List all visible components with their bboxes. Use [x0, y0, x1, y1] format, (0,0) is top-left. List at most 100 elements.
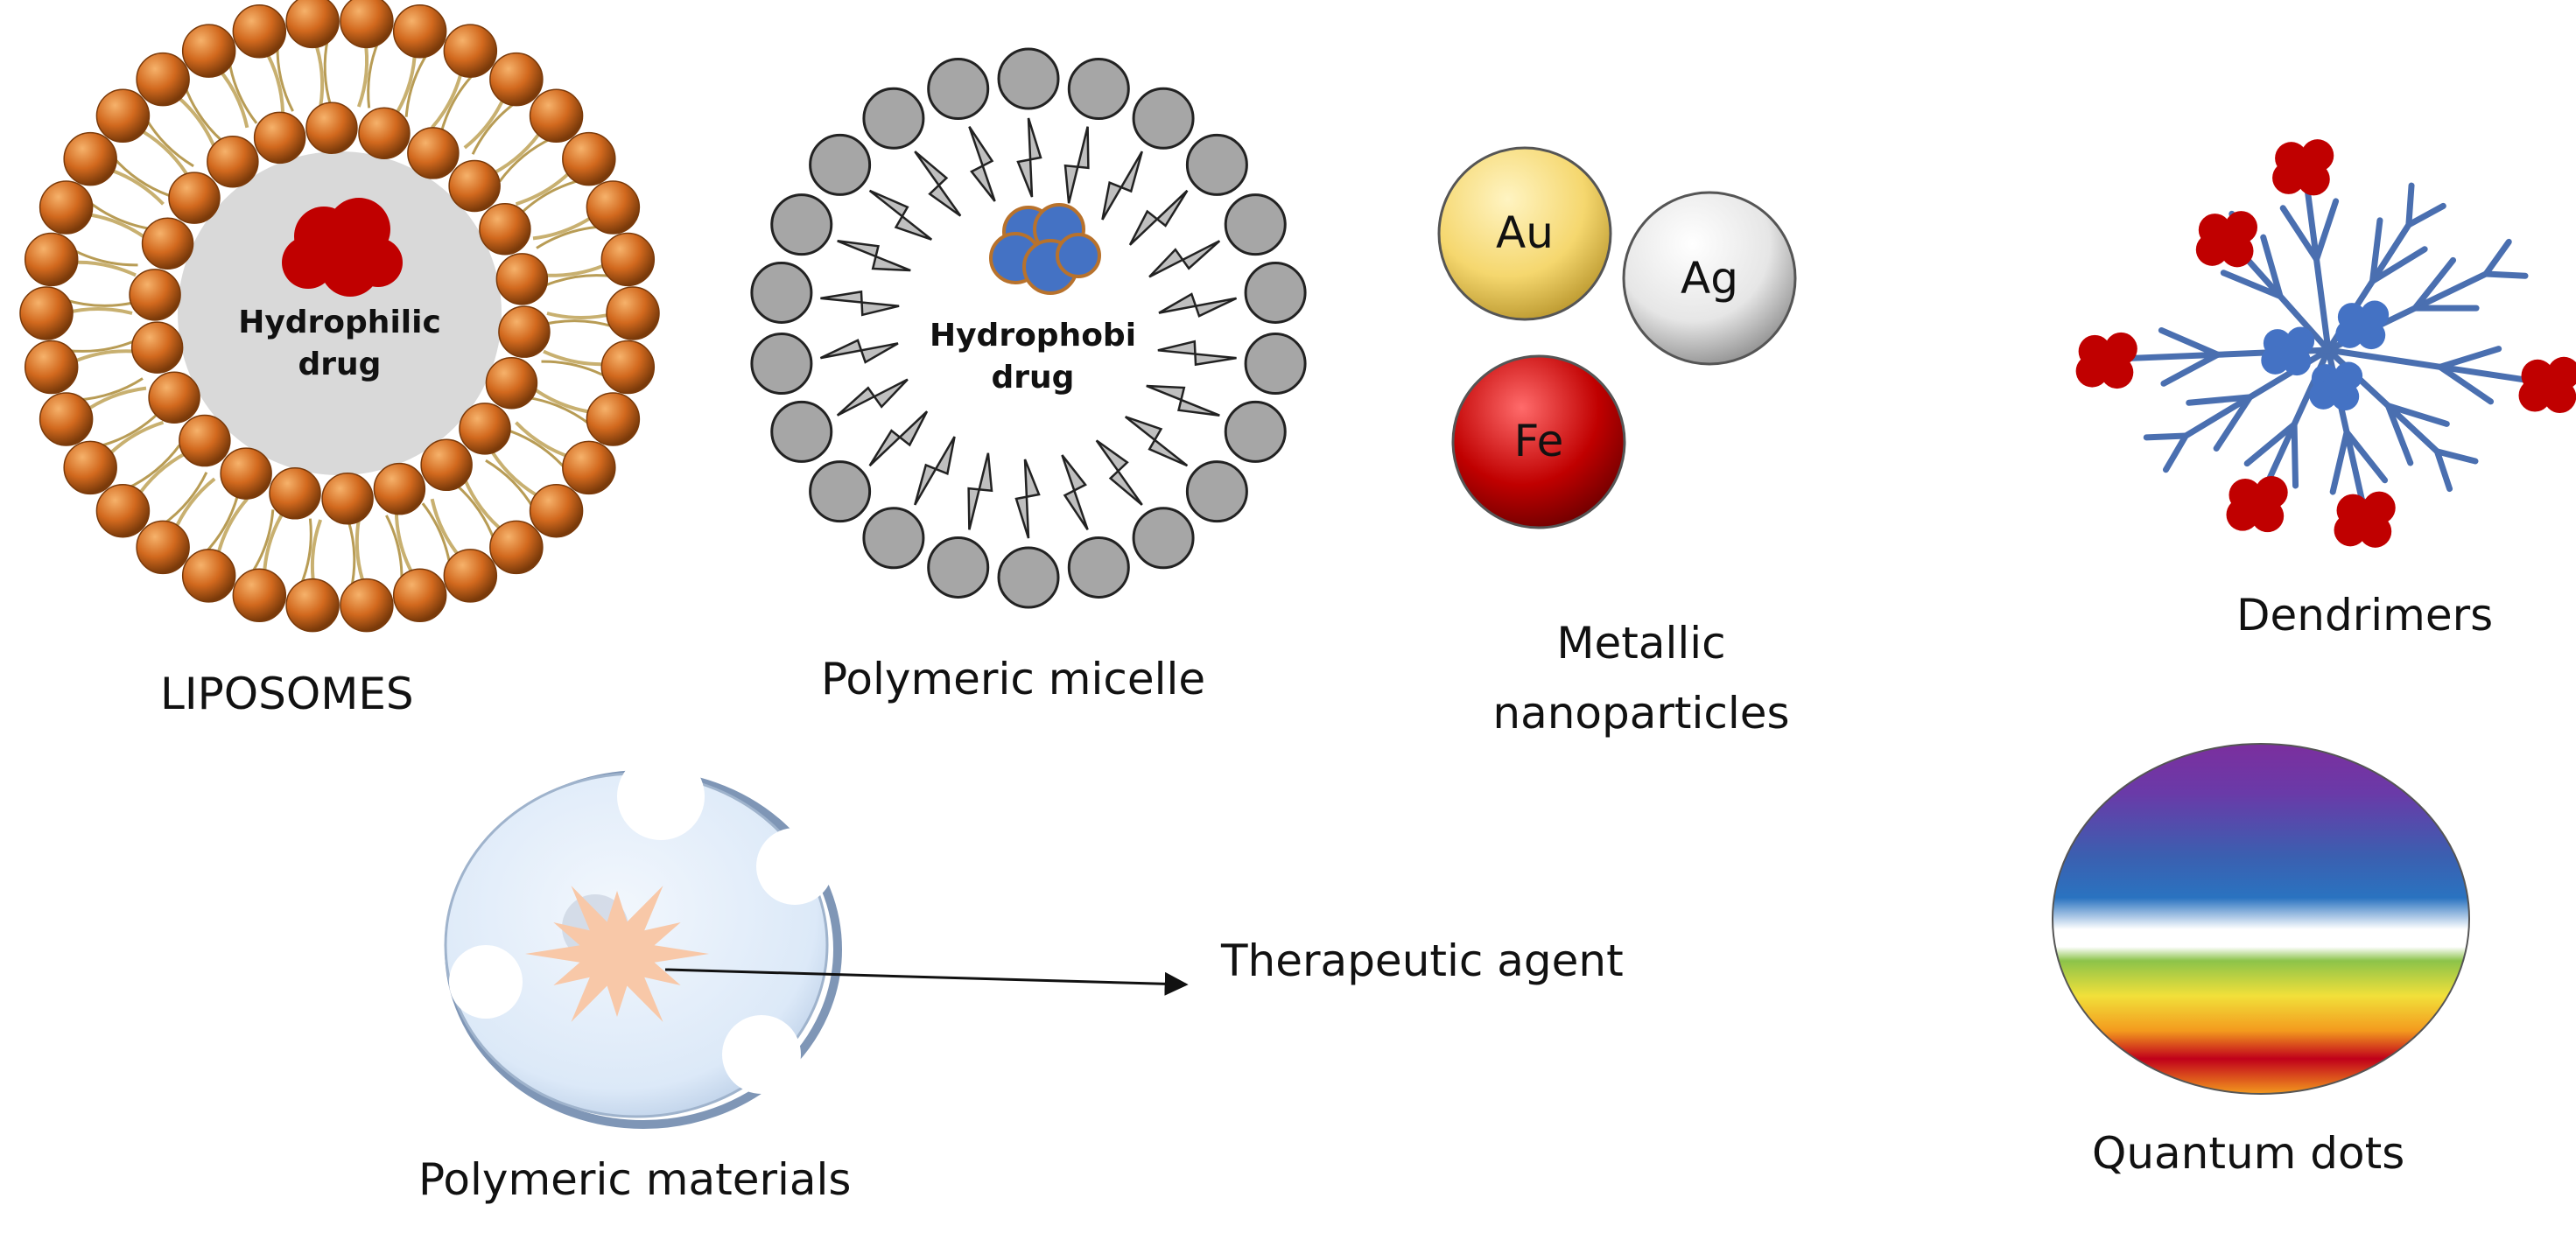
lipid-head	[207, 135, 259, 188]
micelle-tail	[914, 151, 962, 217]
lipid-tail	[228, 60, 258, 124]
cluster-sphere	[2288, 150, 2321, 183]
lipid-head	[181, 24, 236, 78]
lipid-tail	[67, 349, 137, 366]
lipid-tail	[520, 179, 582, 214]
micelle-tail	[1158, 292, 1238, 318]
dendrimer-branch	[2437, 363, 2495, 405]
dendrimer-branch	[2482, 238, 2512, 277]
lipid-heads-layer	[19, 0, 660, 633]
lipid-head	[600, 232, 656, 287]
lipid-head	[305, 102, 358, 154]
dendrimer-branch	[2237, 249, 2332, 354]
lipid-head	[179, 414, 231, 467]
dendrimer-branches	[2088, 145, 2572, 541]
dendrimer-branch	[2482, 270, 2529, 279]
dendrimer-branch	[2405, 202, 2446, 228]
lipid-tail	[431, 66, 465, 130]
dendrimer-drug	[2518, 356, 2576, 414]
lipid-tail	[463, 92, 508, 150]
dendrimer-drug	[2226, 475, 2288, 533]
lipid-tail	[347, 520, 356, 590]
dendrimer-drug-clusters	[2075, 139, 2576, 548]
micelle-tail	[868, 410, 929, 467]
lipid-head	[63, 131, 117, 186]
lipid-tail	[70, 248, 138, 267]
micelle-head	[1067, 536, 1130, 599]
lipid-tail	[356, 39, 369, 108]
liposomes-label: LIPOSOMES	[160, 669, 414, 719]
cluster-sphere	[2091, 342, 2124, 376]
lipid-head	[136, 52, 190, 107]
lipid-tail	[312, 38, 325, 108]
lipid-head	[443, 24, 498, 78]
lipid-tail	[262, 511, 284, 579]
micelle-head	[997, 47, 1060, 110]
lipid-tail	[111, 156, 170, 197]
lipid-tail	[77, 377, 144, 402]
micelle-head	[750, 333, 813, 396]
micelle-head	[927, 58, 990, 121]
dendrimer-branch	[2158, 326, 2222, 358]
micelle-heads-layer	[750, 47, 1307, 609]
lipid-head	[232, 568, 287, 622]
lipid-tail	[455, 483, 496, 543]
lipid-tail	[498, 137, 553, 183]
lipid-tail	[385, 515, 404, 582]
lipid-tail	[491, 452, 544, 501]
micelle-head	[862, 507, 925, 570]
hydrophilic-drug-line2: drug	[298, 347, 382, 382]
dendrimer-branch	[2143, 432, 2189, 441]
lipid-tail	[509, 430, 568, 471]
lipid-tail	[323, 37, 333, 107]
lipid-tail	[172, 477, 216, 535]
hydrophobic-drug-cluster	[989, 203, 1101, 295]
micelle-head	[1132, 87, 1195, 150]
polymeric-micelle-label: Polymeric micelle	[821, 654, 1206, 704]
micelle-tail	[1063, 126, 1090, 204]
lipid-tail	[135, 126, 188, 175]
gold-particle	[1437, 146, 1612, 321]
dendrimer-branch	[2313, 198, 2340, 263]
lipid-head	[253, 111, 306, 165]
dendrimer-branch	[2162, 432, 2189, 473]
micelle-head	[1224, 400, 1287, 463]
micelle-head	[1067, 58, 1130, 121]
lipid-head	[168, 172, 221, 224]
lipid-head	[148, 371, 200, 424]
micelle-tail	[1061, 454, 1089, 530]
polymer-pore	[617, 753, 705, 840]
lipid-tail	[249, 509, 275, 576]
lipid-tail	[126, 444, 181, 490]
silver-particle	[1622, 191, 1797, 366]
lipid-tail	[298, 518, 312, 587]
lipid-head	[232, 4, 287, 59]
lipid-head	[95, 483, 151, 538]
therapeutic-agent-label: Therapeutic agent	[1221, 935, 1624, 986]
dendrimer-branch	[2343, 429, 2389, 484]
lipid-head	[181, 549, 236, 603]
lipid-head	[39, 180, 94, 235]
dendrimer-branch	[2433, 448, 2479, 465]
dendrimer-core-clusters	[2261, 300, 2390, 411]
lipid-tail	[263, 47, 285, 115]
lipid-head	[358, 107, 411, 159]
dendrimer-drug	[2195, 211, 2258, 268]
dendrimer-branch	[2160, 351, 2222, 387]
lipid-tail	[66, 340, 135, 353]
dendrimer-branch	[2243, 421, 2298, 467]
dendrimer-core	[2261, 326, 2315, 376]
lipid-tail	[421, 502, 452, 566]
lipid-tail	[144, 116, 194, 168]
lipid-tail	[87, 200, 151, 230]
lipid-head	[586, 180, 641, 235]
micelle-head	[770, 193, 833, 256]
lipid-tail	[543, 261, 612, 277]
dendrimer-branch	[2260, 234, 2284, 299]
lipid-tail	[161, 472, 208, 526]
dendrimer-branch	[2279, 205, 2320, 263]
hydrophilic-drug-label: Hydrophilic drug	[235, 302, 445, 386]
lipid-tail	[394, 512, 417, 579]
metallic-nanoparticles-label: Metallic nanoparticles	[1435, 608, 1847, 748]
lipid-head	[485, 356, 538, 410]
